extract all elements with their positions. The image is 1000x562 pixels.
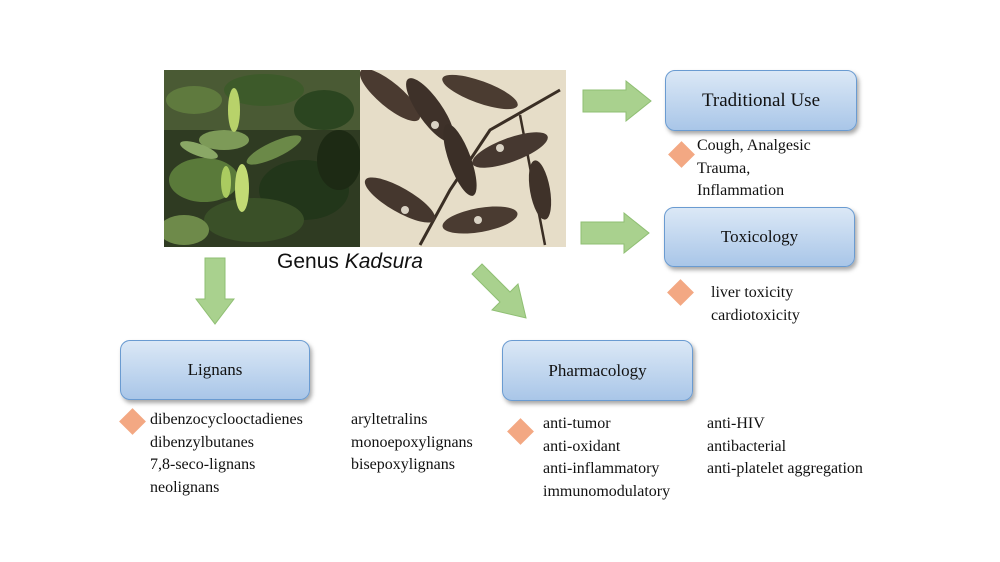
pharmacology-bullet	[507, 418, 534, 445]
list-item: aryltetralins	[351, 411, 428, 428]
list-item: anti-platelet aggregation	[707, 460, 863, 477]
traditional-use-list: Cough, Analgesic Trauma, Inflammation	[697, 135, 811, 203]
toxicology-box: Toxicology	[664, 207, 855, 267]
toxicology-title: Toxicology	[720, 227, 799, 246]
arrow-to-traditional-use	[582, 80, 652, 122]
arrow-to-toxicology	[580, 212, 650, 254]
list-item: Cough, Analgesic	[697, 137, 811, 154]
pharmacology-list-col2: anti-HIV antibacterial anti-platelet agg…	[707, 413, 863, 481]
traditional-use-title: Traditional Use	[701, 89, 821, 111]
list-item: anti-inflammatory	[543, 460, 660, 477]
list-item: bisepoxylignans	[351, 456, 455, 473]
list-item: dibenzylbutanes	[150, 433, 254, 451]
genus-caption: Genus Kadsura	[255, 250, 445, 274]
kadsura-plant-photo	[164, 70, 360, 247]
list-item: immunomodulatory	[543, 482, 671, 500]
arrow-to-lignans	[195, 257, 235, 325]
lignans-box: Lignans	[120, 340, 310, 400]
pharmacology-list-col1: anti-tumor anti-oxidant anti-inflammator…	[543, 413, 670, 503]
toxicology-list: liver toxicity cardiotoxicity	[711, 282, 800, 327]
list-item: neolignans	[150, 478, 220, 496]
arrow-to-pharmacology	[471, 263, 527, 319]
list-item: dibenzocyclooctadienes	[150, 411, 303, 428]
kadsura-herbarium-photo	[360, 70, 566, 247]
list-item: liver toxicity	[711, 284, 794, 301]
lignans-title: Lignans	[187, 360, 243, 379]
list-item: anti-HIV	[707, 415, 765, 432]
pharmacology-title: Pharmacology	[548, 360, 647, 380]
list-item: antibacterial	[707, 437, 787, 455]
traditional-use-bullet	[668, 141, 695, 168]
list-item: Trauma,	[697, 159, 751, 177]
list-item: anti-tumor	[543, 415, 611, 432]
list-item: Inflammation	[697, 182, 785, 199]
traditional-use-box: Traditional Use	[665, 70, 857, 131]
genus-name: Kadsura	[344, 250, 423, 273]
pharmacology-box: Pharmacology	[502, 340, 693, 401]
toxicology-bullet	[667, 279, 694, 306]
list-item: monoepoxylignans	[351, 433, 473, 451]
list-item: 7,8-seco-lignans	[150, 456, 256, 473]
lignans-bullet	[119, 408, 146, 435]
list-item: cardiotoxicity	[711, 306, 800, 324]
list-item: anti-oxidant	[543, 437, 621, 455]
lignans-list-col2: aryltetralins monoepoxylignans bisepoxyl…	[351, 409, 473, 477]
genus-prefix: Genus	[277, 250, 339, 273]
lignans-list-col1: dibenzocyclooctadienes dibenzylbutanes 7…	[150, 409, 303, 499]
